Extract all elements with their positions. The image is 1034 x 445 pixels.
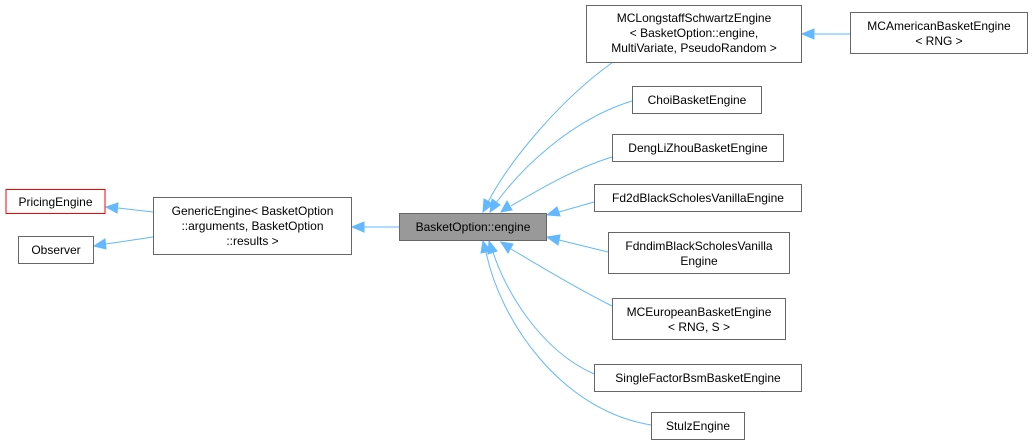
node-mc-european-basket-engine-line-1: < RNG, S > bbox=[668, 320, 730, 334]
node-observer[interactable]: Observer bbox=[18, 236, 94, 264]
node-fdndim-black-scholes-vanilla-engine-line-1: Engine bbox=[680, 254, 718, 268]
node-generic-engine-line-0: GenericEngine< BasketOption bbox=[172, 204, 334, 218]
edge-singlefactor-to-engine bbox=[492, 251, 595, 375]
arrowhead-observer bbox=[92, 238, 107, 250]
node-mc-american-basket-engine-line-1: < RNG > bbox=[915, 34, 962, 48]
edge-fd2d-to-engine bbox=[558, 201, 595, 213]
node-fd2d-black-scholes-vanilla-engine-line-0: Fd2dBlackScholesVanillaEngine bbox=[612, 191, 784, 205]
node-fd2d-black-scholes-vanilla-engine[interactable]: Fd2dBlackScholesVanillaEngine bbox=[594, 184, 802, 212]
arrowhead-engine-1 bbox=[482, 198, 494, 214]
node-deng-li-zhou-basket-engine-line-0: DengLiZhouBasketEngine bbox=[628, 141, 768, 155]
node-generic-engine-line-1: ::arguments, BasketOption bbox=[181, 219, 323, 233]
arrowhead-longstaff bbox=[800, 28, 815, 40]
diagram-edges bbox=[92, 28, 850, 426]
node-mc-longstaff-schwartz-engine-line-1: < BasketOption::engine, bbox=[630, 26, 758, 40]
edge-mceuropean-to-engine bbox=[510, 248, 613, 307]
arrowhead-engine-5 bbox=[545, 234, 561, 246]
node-mc-longstaff-schwartz-engine-line-0: MCLongstaffSchwartzEngine bbox=[617, 11, 772, 25]
edge-denglizhou-to-engine bbox=[510, 156, 613, 207]
node-stulz-engine[interactable]: StulzEngine bbox=[651, 412, 745, 440]
edge-choi-to-engine bbox=[495, 100, 633, 204]
edge-generic-to-observer bbox=[105, 236, 154, 245]
node-fdndim-black-scholes-vanilla-engine-line-0: FdndimBlackScholesVanilla bbox=[625, 239, 773, 253]
arrowhead-generic bbox=[350, 221, 365, 233]
node-mc-longstaff-schwartz-engine[interactable]: MCLongstaffSchwartzEngine < BasketOption… bbox=[586, 5, 802, 63]
arrowhead-engine-6 bbox=[499, 241, 514, 254]
arrowhead-pricing bbox=[104, 202, 119, 214]
node-basket-option-engine-line-0: BasketOption::engine bbox=[416, 220, 531, 234]
node-observer-line-0: Observer bbox=[31, 243, 80, 257]
node-mc-american-basket-engine-line-0: MCAmericanBasketEngine bbox=[867, 19, 1011, 33]
node-generic-engine-line-2: ::results > bbox=[226, 234, 278, 248]
arrowhead-engine-7 bbox=[487, 239, 498, 255]
arrowhead-engine-8 bbox=[480, 239, 492, 254]
node-choi-basket-engine-line-0: ChoiBasketEngine bbox=[648, 93, 747, 107]
edge-stulz-to-engine bbox=[485, 251, 652, 426]
arrowhead-engine-3 bbox=[500, 199, 513, 213]
node-pricing-engine-line-0: PricingEngine bbox=[18, 195, 92, 209]
node-single-factor-bsm-basket-engine[interactable]: SingleFactorBsmBasketEngine bbox=[594, 364, 802, 392]
node-pricing-engine[interactable]: PricingEngine bbox=[5, 189, 106, 214]
node-mc-european-basket-engine[interactable]: MCEuropeanBasketEngine < RNG, S > bbox=[612, 298, 786, 340]
node-generic-engine[interactable]: GenericEngine< BasketOption ::arguments,… bbox=[153, 197, 352, 255]
arrowhead-engine-4 bbox=[545, 206, 561, 217]
node-basket-option-engine[interactable]: BasketOption::engine bbox=[399, 213, 547, 241]
edge-fdndim-to-engine bbox=[558, 239, 609, 253]
node-stulz-engine-line-0: StulzEngine bbox=[666, 419, 730, 433]
node-fdndim-black-scholes-vanilla-engine[interactable]: FdndimBlackScholesVanilla Engine bbox=[608, 232, 790, 274]
edge-longstaff-to-engine bbox=[487, 61, 614, 203]
node-mc-american-basket-engine[interactable]: MCAmericanBasketEngine < RNG > bbox=[850, 12, 1028, 54]
arrowhead-engine-2 bbox=[489, 198, 501, 214]
node-deng-li-zhou-basket-engine[interactable]: DengLiZhouBasketEngine bbox=[612, 134, 784, 162]
node-single-factor-bsm-basket-engine-line-0: SingleFactorBsmBasketEngine bbox=[615, 371, 781, 385]
node-choi-basket-engine[interactable]: ChoiBasketEngine bbox=[632, 86, 762, 114]
node-mc-european-basket-engine-line-0: MCEuropeanBasketEngine bbox=[627, 305, 772, 319]
node-mc-longstaff-schwartz-engine-line-2: MultiVariate, PseudoRandom > bbox=[611, 41, 777, 55]
diagram-nodes: PricingEngine Observer GenericEngine< Ba… bbox=[5, 5, 1028, 440]
edge-generic-to-pricing bbox=[117, 207, 154, 213]
